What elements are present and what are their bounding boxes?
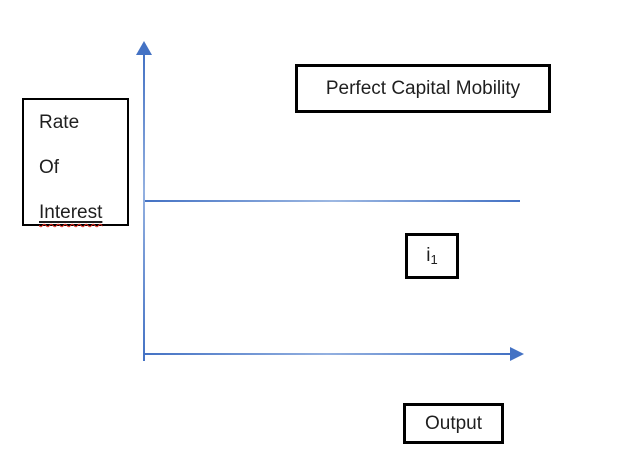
y-axis-label-line3-spellcheck: Interest <box>39 202 102 224</box>
interest-rate-label-box[interactable]: i1 <box>405 233 459 279</box>
interest-rate-horizontal-line[interactable] <box>145 200 520 202</box>
y-axis-label-line3: Interest <box>39 202 103 223</box>
diagram-title: Perfect Capital Mobility <box>325 77 521 99</box>
x-axis-label: Output <box>424 412 483 434</box>
interest-rate-label: i1 <box>426 245 437 267</box>
y-axis-label-box[interactable]: Rate Of Interest <box>22 98 129 226</box>
y-axis-label-line1: Rate <box>39 112 80 133</box>
y-axis-label-line2: Of <box>39 157 60 178</box>
x-axis-label-box[interactable]: Output <box>403 403 504 444</box>
x-axis-line[interactable] <box>144 353 510 355</box>
y-axis-line[interactable] <box>143 53 145 361</box>
arrow-up-icon <box>136 41 152 55</box>
interest-rate-subscript: 1 <box>430 252 438 267</box>
interest-rate-base: i <box>426 245 431 266</box>
title-box[interactable]: Perfect Capital Mobility <box>295 64 551 113</box>
arrow-right-icon <box>510 347 524 361</box>
